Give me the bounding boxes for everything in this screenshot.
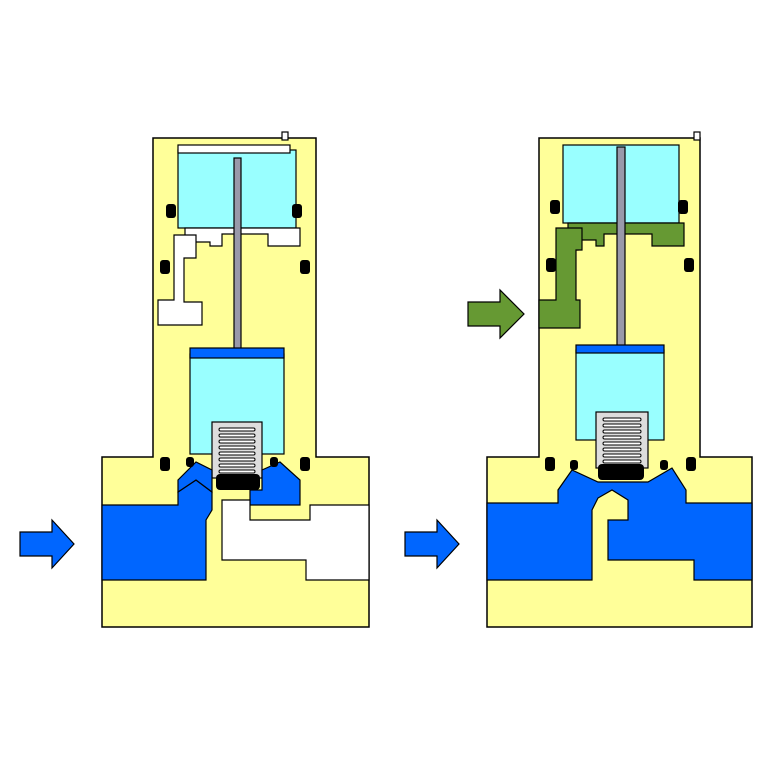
actuator-cap <box>177 144 291 154</box>
spring-coil <box>218 445 256 450</box>
spring-coil <box>602 459 642 464</box>
spring-icon <box>218 427 256 474</box>
spring-coil <box>218 439 256 444</box>
valve-disc <box>598 464 644 480</box>
o-ring <box>546 258 556 272</box>
valve-disc <box>216 474 260 490</box>
outlet-empty <box>221 499 370 581</box>
o-ring-seal-icon <box>160 204 310 471</box>
o-ring <box>186 457 194 467</box>
o-ring <box>660 460 668 470</box>
seat-fluid-right <box>249 461 301 506</box>
pilot-passage <box>157 234 203 326</box>
spring-coil <box>602 429 642 434</box>
valve-stem <box>233 157 242 354</box>
flow-in-arrow-icon <box>19 518 75 570</box>
o-ring-seal-icon <box>545 200 696 471</box>
spring-coil <box>602 435 642 440</box>
spring-coil <box>218 451 256 456</box>
o-ring <box>160 457 170 471</box>
spring-coil <box>602 423 642 428</box>
o-ring <box>300 457 310 471</box>
spring-coil <box>218 433 256 438</box>
o-ring <box>300 260 310 274</box>
spring-coil <box>218 469 256 474</box>
spring-coil <box>602 447 642 452</box>
pilot-air-arrow-icon <box>467 288 525 340</box>
flow-path-fluid <box>486 467 753 581</box>
spring-coil <box>218 427 256 432</box>
valve-closed-panel <box>19 131 370 628</box>
inlet-fluid <box>101 479 213 581</box>
valve-open-panel <box>404 131 753 628</box>
spring-coil <box>602 417 642 422</box>
o-ring <box>160 260 170 274</box>
lower-piston-top <box>189 347 285 359</box>
spring-coil <box>218 457 256 462</box>
o-ring <box>686 457 696 471</box>
o-ring <box>270 457 278 467</box>
top-port <box>693 131 701 141</box>
spring-icon <box>602 417 642 464</box>
o-ring <box>545 457 555 471</box>
o-ring <box>570 460 578 470</box>
flow-in-arrow-icon <box>404 518 460 570</box>
o-ring <box>550 200 560 214</box>
spring-coil <box>602 453 642 458</box>
spring-coil <box>218 463 256 468</box>
lower-piston-top <box>575 344 665 354</box>
o-ring <box>684 258 694 272</box>
seat-fluid-left <box>177 461 213 494</box>
spring-coil <box>602 441 642 446</box>
o-ring <box>292 204 302 218</box>
o-ring <box>678 200 688 214</box>
pilot-passage-air <box>538 227 583 329</box>
valve-stem <box>616 146 626 352</box>
o-ring <box>166 204 176 218</box>
top-port <box>281 131 289 141</box>
